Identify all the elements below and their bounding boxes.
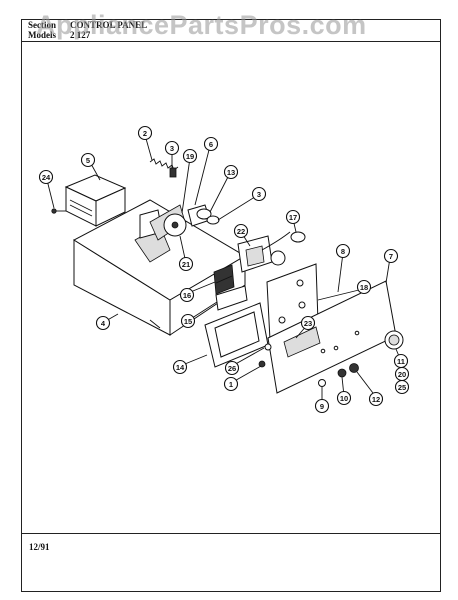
control-panel-face (267, 280, 397, 394)
callout-label: 4 (101, 319, 106, 328)
callout-c18: 18 (356, 279, 372, 295)
callout-c14: 14 (172, 359, 188, 375)
callout-label: 8 (341, 247, 345, 256)
callout-c2: 2 (137, 125, 153, 141)
callout-c13: 13 (223, 164, 239, 180)
callout-c1: 1 (223, 376, 239, 392)
callout-c7: 7 (383, 248, 399, 264)
callout-c22: 22 (233, 223, 249, 239)
bracket-15 (215, 285, 248, 311)
panel-frame (204, 302, 269, 368)
switch-16 (213, 264, 235, 295)
callout-label: 11 (397, 357, 405, 366)
callout-label: 2 (143, 129, 147, 138)
callout-label: 15 (184, 317, 192, 326)
control-knob (384, 330, 404, 350)
screw-24 (51, 208, 66, 214)
callout-c26: 26 (224, 360, 240, 376)
callout-label: 5 (86, 156, 90, 165)
callout-label: 24 (42, 173, 51, 182)
diagram-sheet: 12/91 (21, 19, 441, 592)
section-label: Section (28, 20, 56, 30)
callout-c15: 15 (180, 313, 196, 329)
callout-c19: 19 (182, 148, 198, 164)
callout-c24: 24 (38, 169, 54, 185)
callout-label: 6 (209, 140, 213, 149)
callout-label: 25 (398, 383, 406, 392)
callout-c12: 12 (368, 391, 384, 407)
callout-c9: 9 (314, 398, 330, 414)
callout-label: 7 (389, 252, 393, 261)
callout-label: 9 (320, 402, 324, 411)
callout-label: 22 (237, 227, 245, 236)
callout-label: 1 (229, 380, 233, 389)
footer-rule (22, 533, 440, 534)
callout-label: 17 (289, 213, 297, 222)
header-rule (22, 41, 440, 42)
callout-c16: 16 (179, 287, 195, 303)
timer-switch (237, 235, 286, 273)
callout-label: 20 (398, 370, 406, 379)
lamp-assembly (261, 231, 306, 251)
callout-label: 3 (257, 190, 261, 199)
panel-hardware (258, 343, 359, 387)
callout-c5: 5 (80, 152, 96, 168)
callout-c20: 20 (394, 366, 410, 382)
fan-motor-assembly (134, 204, 211, 263)
callout-c23: 23 (300, 315, 316, 331)
callout-label: 12 (372, 395, 380, 404)
callout-c21: 21 (178, 256, 194, 272)
spring-assembly (149, 158, 179, 178)
callout-c4: 4 (95, 315, 111, 331)
callout-c3a: 3 (164, 140, 180, 156)
callout-c8: 8 (335, 243, 351, 259)
callout-c6: 6 (203, 136, 219, 152)
footer-date: 12/91 (29, 542, 50, 552)
model-label: Models (28, 30, 56, 40)
section-title: CONTROL PANEL (70, 20, 148, 30)
callout-c3b: 3 (251, 186, 267, 202)
callout-c17: 17 (285, 209, 301, 225)
watermark: AppliancePartsPros.com (36, 10, 367, 40)
callout-label: 19 (186, 152, 194, 161)
callout-c25: 25 (394, 379, 410, 395)
model-value: 2 127 (70, 30, 91, 40)
callout-label: 13 (227, 168, 235, 177)
callout-c11: 11 (393, 353, 409, 369)
callout-label: 26 (228, 364, 236, 373)
callout-label: 16 (183, 291, 191, 300)
callout-label: 23 (304, 319, 312, 328)
washer-group (196, 208, 220, 225)
callout-label: 14 (176, 363, 185, 372)
leader-lines (46, 134, 402, 404)
callout-c10: 10 (336, 390, 352, 406)
air-duct (64, 174, 127, 227)
callout-label: 18 (360, 283, 368, 292)
callout-label: 10 (340, 394, 348, 403)
callout-label: 3 (170, 144, 174, 153)
callout-label: 21 (182, 260, 190, 269)
